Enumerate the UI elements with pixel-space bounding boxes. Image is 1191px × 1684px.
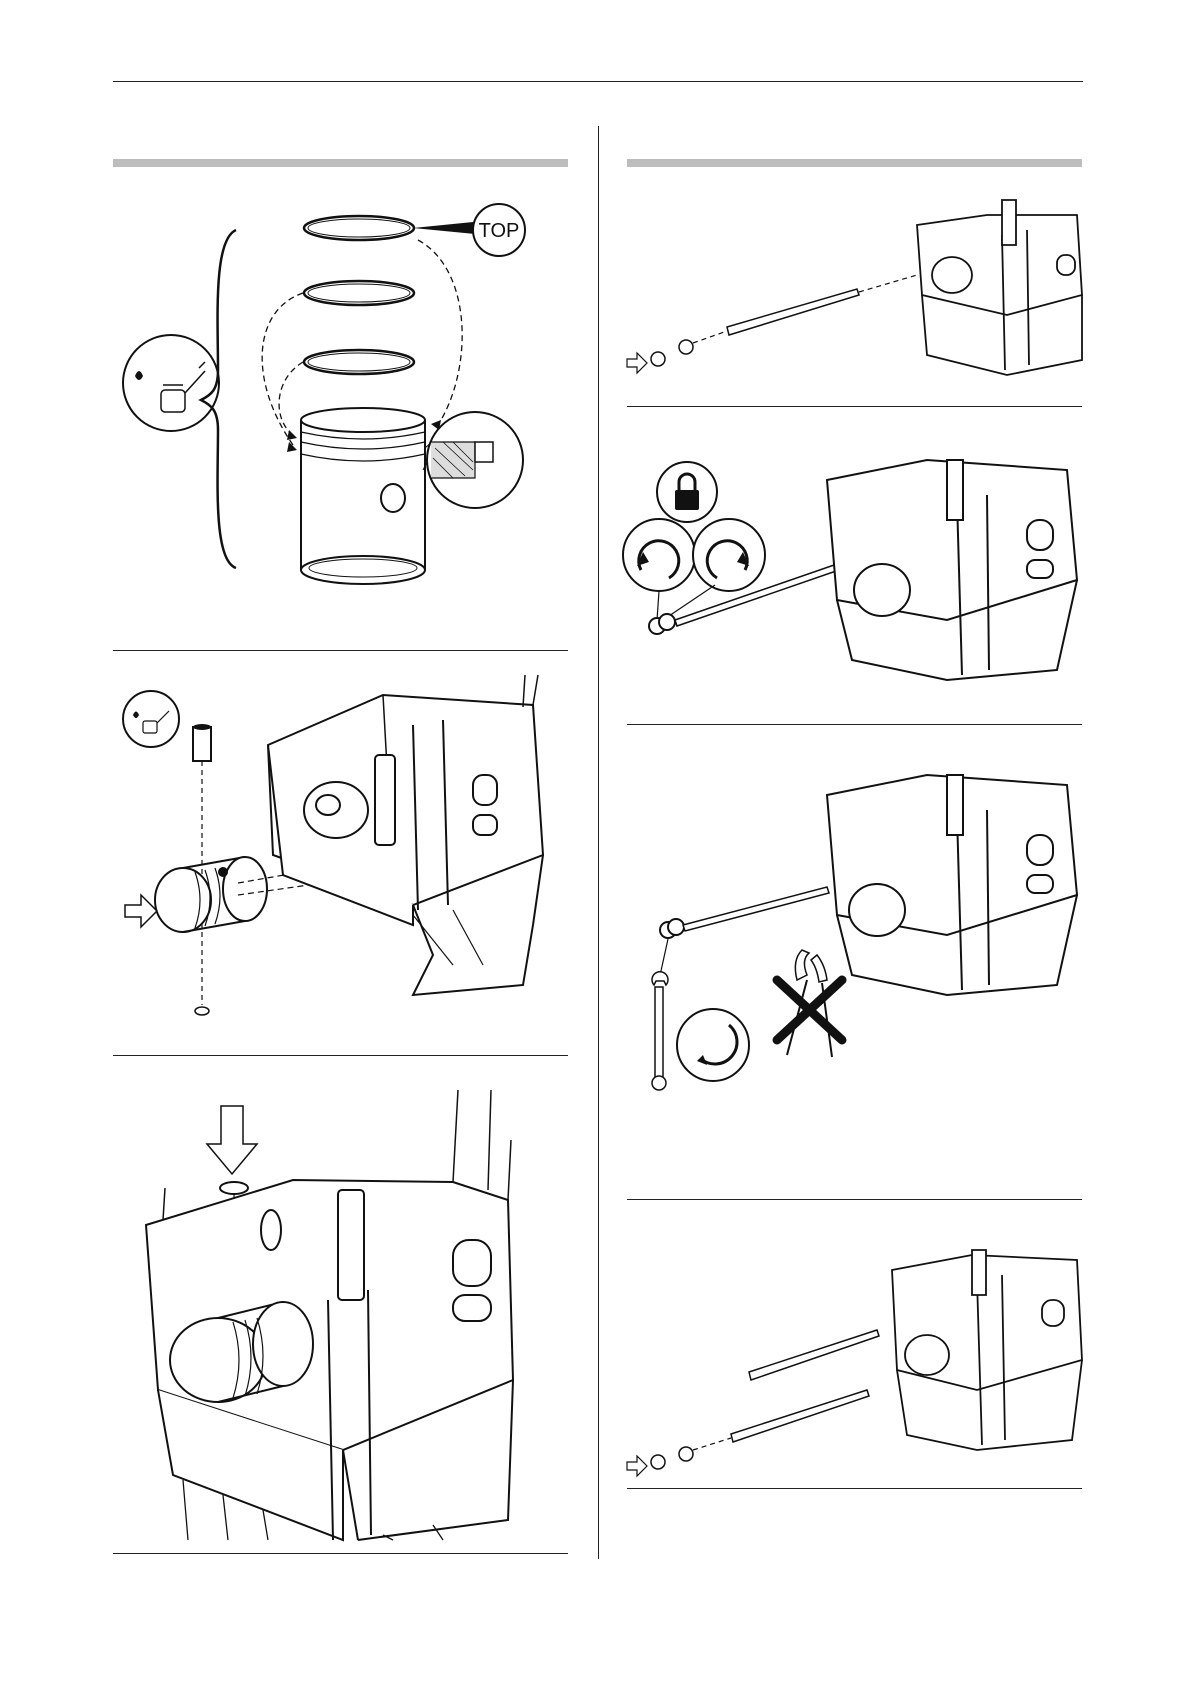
insert-arrow-icon: [627, 1456, 647, 1476]
piston-pin: [193, 724, 211, 761]
header-rule: [113, 81, 1083, 82]
crankcase: [917, 200, 1082, 375]
rotate-clockwise-icon: [677, 1009, 749, 1081]
nut: [651, 1455, 665, 1469]
crankcase: [892, 1250, 1082, 1450]
nut: [651, 352, 665, 366]
left-step-2-figure: [113, 665, 568, 1045]
crankcase: [827, 775, 1077, 995]
locked-nuts: [649, 614, 675, 634]
stud-bolt: [683, 887, 829, 931]
piston-ring-middle: [304, 281, 414, 305]
lock-icon: [657, 462, 717, 522]
top-label: TOP: [479, 220, 520, 242]
left-section-bar: [113, 159, 568, 167]
nut: [679, 1447, 693, 1461]
piston: [301, 408, 425, 584]
right-step-separator-1: [627, 406, 1082, 407]
circlip: [195, 1007, 209, 1015]
oil-can-icon: [123, 335, 219, 431]
left-step-separator-3: [113, 1553, 568, 1554]
rotate-clockwise-icon: [693, 519, 765, 591]
left-step-1-figure: TOP: [113, 180, 568, 640]
wrench-icon: [652, 972, 668, 1090]
piston: [155, 857, 267, 932]
right-step-separator-2: [627, 724, 1082, 725]
right-step-1-figure: [627, 195, 1082, 375]
right-step-2-figure: [627, 460, 1082, 680]
left-step-3-figure: [113, 1070, 568, 1545]
down-arrow-icon: [207, 1106, 257, 1174]
crankcase: [827, 460, 1077, 680]
nut: [660, 919, 684, 938]
insert-arrow-icon: [627, 353, 647, 373]
circlip: [220, 1182, 248, 1194]
piston-ring-lower: [304, 350, 414, 374]
right-step-separator-4: [627, 1488, 1082, 1489]
column-divider: [598, 126, 599, 1559]
rotate-counterclockwise-icon: [623, 519, 695, 591]
piston-ring-top: [304, 216, 414, 240]
crankcase-with-piston: [146, 1090, 513, 1540]
pliers-crossed-out-icon: [777, 950, 842, 1057]
right-step-4-figure: [627, 1250, 1082, 1480]
stud-bolt: [731, 1390, 869, 1442]
nut: [679, 340, 693, 354]
left-step-separator-2: [113, 1055, 568, 1056]
stud-bolt: [749, 1330, 879, 1380]
right-section-bar: [627, 159, 1082, 167]
left-step-separator-1: [113, 650, 568, 651]
crankcase: [268, 675, 543, 995]
right-step-separator-3: [627, 1199, 1082, 1200]
right-step-3-figure: [627, 775, 1082, 1155]
oil-can-icon: [123, 691, 179, 747]
stud-bolt: [727, 289, 859, 335]
insert-arrow-icon: [125, 895, 157, 927]
